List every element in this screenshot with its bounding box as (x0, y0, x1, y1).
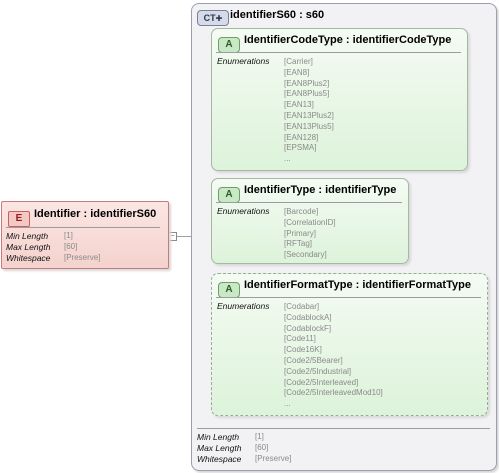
enumeration-value: [Code2/5Bearer] (284, 355, 343, 365)
enumeration-value: [EAN8Plus5] (284, 89, 330, 99)
enumeration-value: ... (284, 154, 291, 164)
enumeration-value: [Code2/5InterleavedMod10] (284, 388, 383, 398)
enumeration-value: [Code11] (284, 334, 316, 344)
enumeration-value: [Primary] (284, 228, 316, 238)
attribute-identifier-code-type[interactable]: A IdentifierCodeType : identifierCodeTyp… (211, 28, 468, 171)
complex-type-prop-label: Max Length (197, 442, 242, 453)
enumeration-list: [Codabar] [CodablockA] [CodablockF] [Cod… (284, 302, 383, 410)
enumeration-value: [EAN8] (284, 67, 310, 77)
enumeration-value: [EAN128] (284, 132, 319, 142)
attribute-badge: A (218, 37, 240, 53)
enumeration-value: [Code2/5Industrial] (284, 366, 352, 376)
element-prop-label: Whitespace (6, 252, 51, 263)
attribute-badge: A (218, 187, 240, 203)
enumeration-value: [EPSMA] (284, 143, 317, 153)
element-prop-value: [1] (64, 231, 73, 240)
element-prop-label: Max Length (6, 241, 51, 252)
enumeration-value: [CodablockF] (284, 323, 332, 333)
element-properties: Min Length Max Length Whitespace (6, 231, 50, 263)
enumeration-value: [Code2/5Interleaved] (284, 377, 359, 387)
enumerations-label: Enumerations (217, 206, 270, 216)
attribute-identifier-type[interactable]: A IdentifierType : identifierType Enumer… (211, 178, 409, 264)
attribute-identifier-format-type[interactable]: A IdentifierFormatType : identifierForma… (211, 273, 488, 416)
complex-type-prop-value: [Preserve] (255, 453, 292, 463)
complex-type-title: identifierS60 : s60 (230, 9, 325, 21)
enumeration-value: [Secondary] (284, 250, 327, 260)
enumeration-value: [Code16K] (284, 345, 322, 355)
complex-type-prop-value: [1] (255, 432, 264, 441)
enumerations-label: Enumerations (217, 301, 270, 311)
element-prop-value: [60] (64, 241, 78, 251)
enumerations-label: Enumerations (217, 56, 270, 66)
attribute-badge: A (218, 282, 240, 298)
attribute-title: IdentifierFormatType : identifierFormatT… (244, 279, 471, 291)
collapse-connector-icon[interactable]: − (168, 232, 177, 241)
enumeration-value: [CodablockA] (284, 312, 332, 322)
enumeration-value: [CorrelationID] (284, 217, 336, 227)
enumeration-value: [Barcode] (284, 207, 319, 216)
element-prop-label: Min Length (6, 231, 49, 241)
element-prop-value: [Preserve] (64, 252, 101, 262)
enumeration-value: [EAN13Plus5] (284, 121, 334, 131)
enumeration-value: [Codabar] (284, 302, 320, 311)
enumeration-value: [Carrier] (284, 57, 313, 66)
complex-type-prop-label: Whitespace (197, 453, 242, 464)
enumeration-value: [EAN8Plus2] (284, 78, 330, 88)
complex-type-prop-label: Min Length (197, 432, 240, 442)
enumeration-value: [RFTag] (284, 239, 313, 249)
complex-type-properties: Min Length Max Length Whitespace (197, 432, 241, 464)
element-identifier[interactable]: E Identifier : identifierS60 Min Length … (1, 201, 169, 269)
enumeration-value: [EAN13Plus2] (284, 110, 334, 120)
attribute-title: IdentifierType : identifierType (244, 184, 397, 196)
complex-type-prop-value: [60] (255, 442, 269, 452)
element-title: Identifier : identifierS60 (34, 208, 157, 220)
enumeration-value: ... (284, 399, 291, 409)
element-badge: E (8, 211, 30, 227)
attribute-title: IdentifierCodeType : identifierCodeType (244, 34, 452, 46)
enumeration-value: [EAN13] (284, 100, 314, 110)
enumeration-list: [Carrier] [EAN8] [EAN8Plus2] [EAN8Plus5]… (284, 57, 334, 165)
complex-type-badge: CT✚ (197, 10, 229, 26)
enumeration-list: [Barcode] [CorrelationID] [Primary] [RFT… (284, 207, 336, 261)
